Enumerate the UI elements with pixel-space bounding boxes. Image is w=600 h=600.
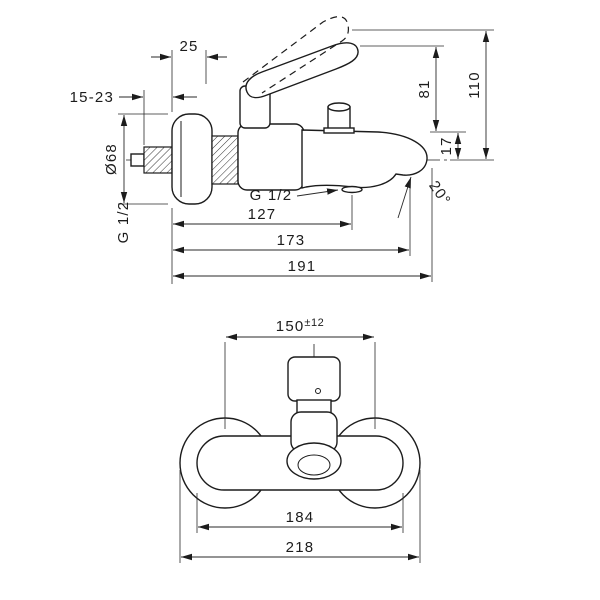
leader-line [296, 188, 339, 197]
dim-connection-distance-tolerance: ±12 [304, 317, 324, 329]
dim-wall-distance: 15-23 [70, 89, 197, 145]
dim-total-width: 218 [179, 470, 421, 563]
spout-outlet-aerator [341, 185, 363, 194]
inlet-thread-label: G 1/2 [115, 201, 132, 244]
handle-front [287, 356, 341, 402]
diverter-base [323, 127, 355, 134]
dim-connection-distance-value: 150 [276, 318, 305, 335]
front-view: 150±12 184 218 [179, 317, 421, 563]
escutcheon-side [171, 113, 213, 205]
dim-connection-distance-label: 150±12 [276, 317, 324, 335]
outlet-thread-label: G 1/2 [250, 187, 293, 204]
dim-body-width: 184 [196, 493, 404, 533]
diverter-knob-top [327, 102, 351, 112]
dim-connection-distance: 150±12 [224, 317, 376, 429]
dim-height-lever: 81 [360, 45, 466, 133]
dim-total-width-label: 218 [286, 539, 315, 556]
outlet-thread-callout: G 1/2 [250, 187, 339, 204]
inlet-stub [130, 153, 145, 167]
dim-height-total: 110 [352, 29, 494, 161]
side-view: 20° 25 15-23 Ø68 G 1/2 G 1/2 [70, 16, 494, 284]
spout [301, 129, 428, 189]
dim-height-total-label: 110 [466, 71, 483, 99]
handle-indicator-dot [315, 388, 321, 394]
dim-reach-total-label: 191 [288, 258, 317, 275]
dim-lever-depth-label: 25 [179, 38, 198, 55]
dim-reach-total: 191 [173, 168, 433, 282]
spout-front-opening [297, 454, 331, 476]
dim-reach-outlet: 127 [171, 195, 353, 284]
spout-front-outer [286, 442, 342, 480]
dim-lever-depth: 25 [151, 38, 227, 112]
inlet-union-hatched [143, 146, 173, 174]
dim-height-spout-top: 17 [438, 133, 462, 159]
valve-body [237, 123, 305, 191]
dim-height-spout-top-label: 17 [438, 136, 455, 155]
dim-body-width-label: 184 [286, 509, 315, 526]
dim-reach-spout: 173 [173, 180, 411, 256]
dim-reach-spout-label: 173 [277, 232, 306, 249]
handle-lever [245, 42, 359, 99]
spray-angle-leader-line [397, 176, 412, 219]
handle-collar-front [296, 399, 332, 414]
dim-escutcheon-diameter: Ø68 [103, 113, 168, 205]
handle-lever-raised-dashed [242, 16, 349, 94]
dim-wall-distance-label: 15-23 [70, 89, 114, 106]
dim-reach-outlet-label: 127 [248, 206, 277, 223]
dim-escutcheon-diameter-label: Ø68 [103, 143, 120, 175]
s-union-hatched [211, 135, 239, 185]
dim-height-lever-label: 81 [416, 79, 433, 98]
dim-spout-angle-label: 20° [425, 178, 454, 209]
